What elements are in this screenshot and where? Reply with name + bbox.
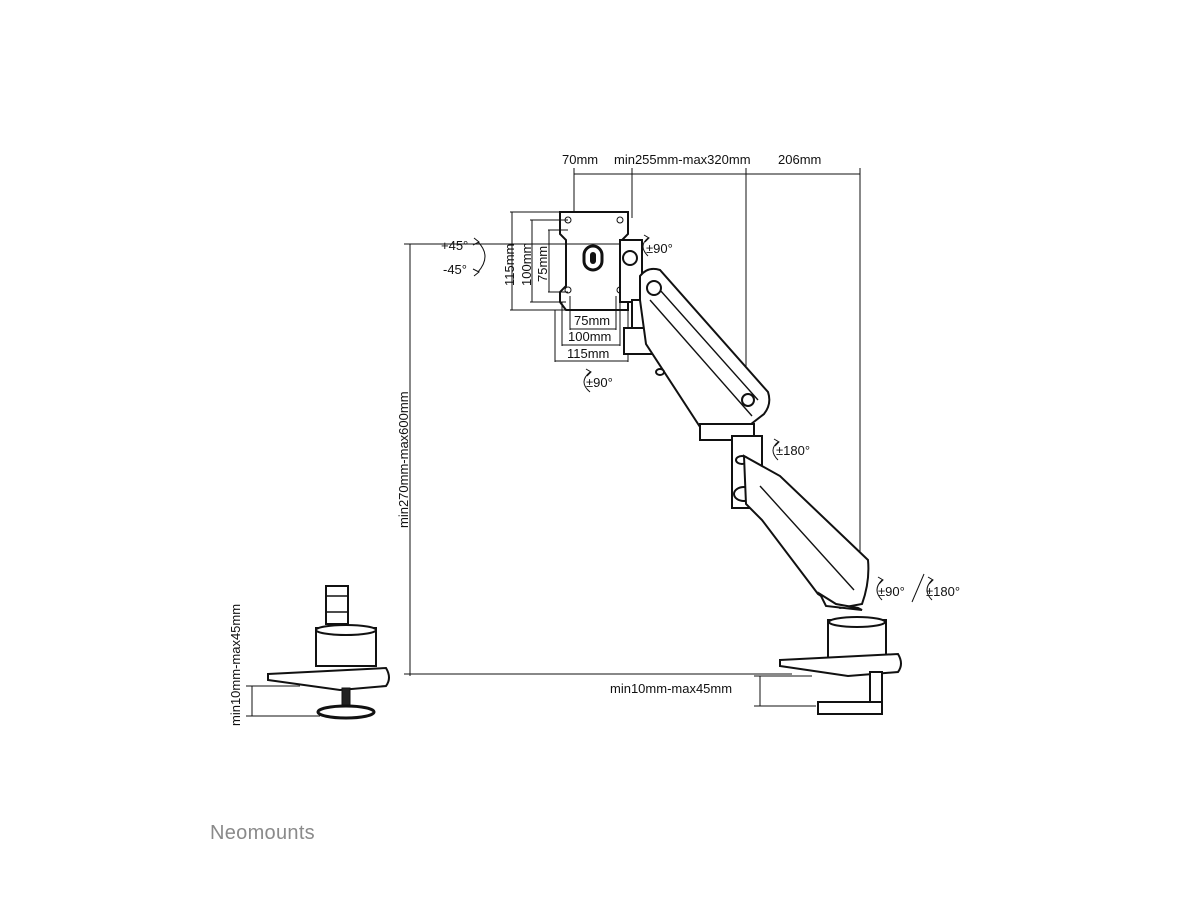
rotation-elbow: ±180° (776, 443, 810, 458)
dim-plate-100-horizontal: 100mm (568, 329, 611, 344)
rotation-tilt-down: -45° (443, 262, 467, 277)
dim-plate-75-vertical: 75mm (535, 246, 550, 282)
elbow-rotate-icon (772, 438, 780, 461)
dim-plate-100-vertical: 100mm (519, 243, 534, 286)
lower-arm (742, 454, 870, 611)
vesa-plate (559, 211, 629, 311)
upper-arm (639, 267, 771, 441)
dim-height-range: min270mm-max600mm (396, 391, 411, 528)
dim-plate-115-vertical: 115mm (502, 244, 517, 286)
side-clamp-detail (267, 585, 390, 720)
dim-base-offset: 206mm (778, 152, 821, 167)
dim-top-70mm: 70mm (562, 152, 598, 167)
top-dimension-lines (573, 168, 861, 560)
height-dimension-lines (404, 243, 792, 676)
rotate-arrow-icon (583, 368, 592, 393)
brand-logo: Neomounts (210, 822, 315, 844)
rotation-base-swivel: ±90° (878, 584, 905, 599)
dim-plate-75-horizontal: 75mm (574, 313, 610, 328)
plate-height-dims (510, 211, 568, 311)
dim-plate-115-horizontal: 115mm (567, 346, 609, 361)
dim-arm-reach: min255mm-max320mm (614, 152, 751, 167)
desk-thickness-main-lines (754, 675, 816, 707)
dim-desk-thickness-main: min10mm-max45mm (610, 681, 732, 696)
dim-desk-thickness-side: min10mm-max45mm (228, 604, 243, 726)
rotation-base-rotate: ±180° (926, 584, 960, 599)
rotation-head-swivel: ±90° (646, 241, 673, 256)
desk-thickness-side-lines (246, 685, 320, 717)
main-base-clamp (779, 616, 902, 715)
rotation-tilt-up: +45° (441, 238, 468, 253)
base-swivel-icon (876, 573, 934, 603)
rotation-plate: ±90° (586, 375, 613, 390)
